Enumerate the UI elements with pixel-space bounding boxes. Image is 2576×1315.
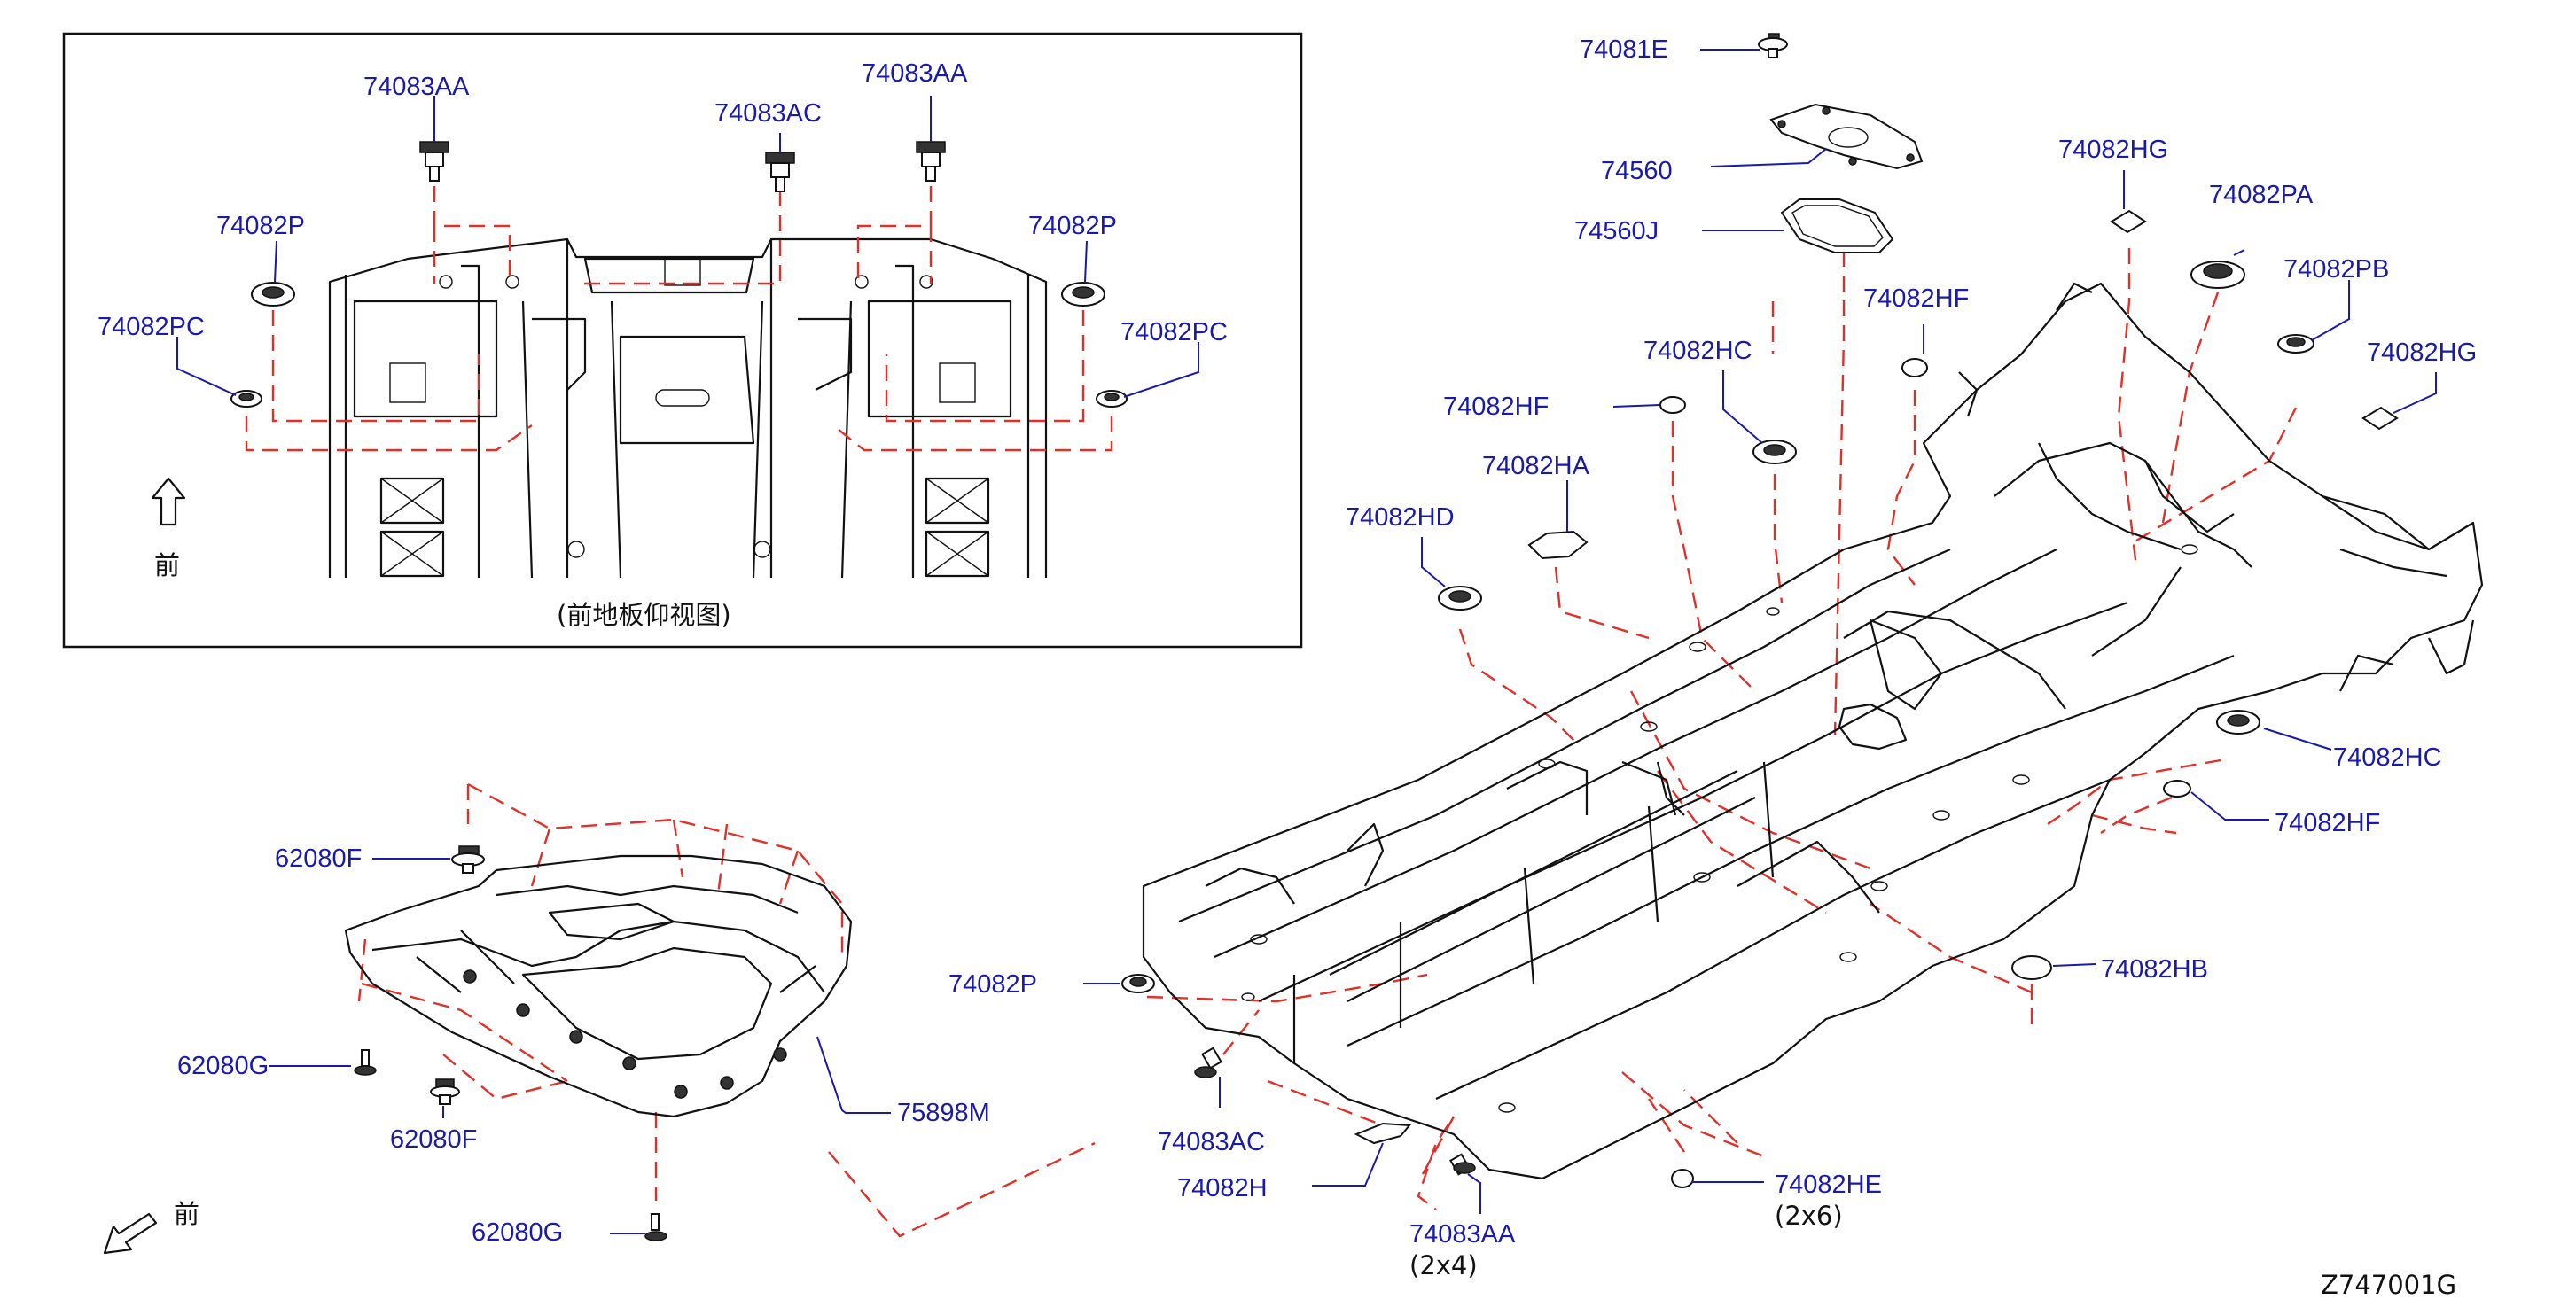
plug-74082H[interactable] xyxy=(1354,1122,1412,1145)
label-74082HC-right[interactable]: 74082HC xyxy=(2333,743,2442,772)
label-74082HF-a[interactable]: 74082HF xyxy=(1863,284,1969,313)
plug-74082PC-right[interactable] xyxy=(1096,390,1128,408)
bolt-74083AC[interactable] xyxy=(765,152,795,192)
grommet-74082HC-top[interactable] xyxy=(1752,440,1797,464)
front-arrow-icon xyxy=(151,477,186,526)
label-74082HF-c[interactable]: 74082HF xyxy=(2275,809,2380,837)
plug-74082HB[interactable] xyxy=(2011,955,2052,980)
grommet-74082PB[interactable] xyxy=(2277,334,2314,354)
inset-leader-dashes xyxy=(245,186,1113,452)
grommet-74082P-floor[interactable] xyxy=(1121,974,1155,993)
label-74082P-floor[interactable]: 74082P xyxy=(948,970,1037,999)
label-74081E[interactable]: 74081E xyxy=(1580,35,1668,64)
inset-caption: (前地板仰视图) xyxy=(557,600,731,630)
label-74082H[interactable]: 74082H xyxy=(1177,1174,1268,1202)
label-62080G-bottom[interactable]: 62080G xyxy=(472,1218,563,1247)
label-74082PB[interactable]: 74082PB xyxy=(2283,255,2389,284)
plug-74082HG-top[interactable] xyxy=(2110,209,2147,234)
grommet-74082P-left[interactable] xyxy=(251,282,295,307)
inset-label-74083AA-left[interactable]: 74083AA xyxy=(363,73,470,101)
grommet-74082PA[interactable] xyxy=(2190,261,2245,289)
screw-62080G-left[interactable] xyxy=(354,1049,377,1076)
diagram-id: Z747001G xyxy=(2321,1270,2456,1300)
label-74082HG-top[interactable]: 74082HG xyxy=(2058,136,2168,164)
inset-label-74082PC-left[interactable]: 74082PC xyxy=(98,313,205,341)
label-74560[interactable]: 74560 xyxy=(1601,157,1673,185)
plug-74082HA[interactable] xyxy=(1527,530,1589,560)
undercover-75898M[interactable] xyxy=(344,854,853,1118)
bolt-74083AA-left[interactable] xyxy=(419,141,449,182)
clip-62080F-bottom[interactable] xyxy=(430,1078,460,1105)
grommet-74082HC-right[interactable] xyxy=(2216,710,2260,735)
plug-74082HE[interactable] xyxy=(1671,1169,1694,1188)
label-74083AA-floor[interactable]: 74083AA xyxy=(1409,1220,1516,1249)
inset-label-74082PC-right[interactable]: 74082PC xyxy=(1120,318,1228,346)
label-74082HB[interactable]: 74082HB xyxy=(2101,955,2208,984)
front-floor-underside-drawing xyxy=(328,237,1048,579)
qty-note-74082HE: (2x6) xyxy=(1775,1201,1843,1231)
label-74082HG-right[interactable]: 74082HG xyxy=(2367,338,2477,367)
inset-panel: 74083AA 74083AC 74083AA 74082P 74082P 74… xyxy=(62,32,1303,649)
bolt-74083AA-right[interactable] xyxy=(916,141,946,182)
plug-74082HF-b[interactable] xyxy=(1659,396,1686,414)
floor-assembly: 74081E 74560 74560J 74082HG 74082PA 7408… xyxy=(948,33,2484,1280)
bolt-74083AC-floor[interactable] xyxy=(1194,1047,1222,1078)
front-arrow-lower-icon xyxy=(103,1212,158,1255)
grommet-74082P-right[interactable] xyxy=(1061,282,1105,307)
lower-front-label: 前 xyxy=(174,1199,199,1229)
plug-74082HF-c[interactable] xyxy=(2163,780,2191,798)
label-62080F-top[interactable]: 62080F xyxy=(275,844,362,873)
label-74083AC-floor[interactable]: 74083AC xyxy=(1158,1128,1265,1156)
screw-62080G-bottom[interactable] xyxy=(644,1213,667,1241)
inset-label-74083AC[interactable]: 74083AC xyxy=(714,99,822,128)
bolt-74081E[interactable] xyxy=(1758,33,1788,58)
label-74082HD[interactable]: 74082HD xyxy=(1346,503,1455,532)
plug-74082HF-a[interactable] xyxy=(1901,358,1928,377)
plug-74082PC-left[interactable] xyxy=(230,390,262,408)
seal-74560J[interactable] xyxy=(1780,198,1894,253)
label-74082HC-top[interactable]: 74082HC xyxy=(1643,337,1752,365)
inset-label-74082P-left[interactable]: 74082P xyxy=(216,212,305,240)
qty-note-74083AA: (2x4) xyxy=(1409,1250,1478,1280)
undercover-assembly: 62080F 62080G 62080F 62080G 75898M 前 xyxy=(103,782,1096,1255)
label-74082PA[interactable]: 74082PA xyxy=(2209,181,2314,209)
inset-front-label: 前 xyxy=(154,550,180,580)
inset-label-74082P-right[interactable]: 74082P xyxy=(1028,212,1117,240)
label-62080F-bottom[interactable]: 62080F xyxy=(390,1125,477,1154)
label-74560J[interactable]: 74560J xyxy=(1574,217,1659,245)
grommet-74082HD[interactable] xyxy=(1438,586,1482,611)
label-74082HA[interactable]: 74082HA xyxy=(1482,452,1590,480)
floor-pan-drawing[interactable] xyxy=(1142,282,2484,1180)
plug-74082HG-right[interactable] xyxy=(2361,406,2399,431)
label-74082HF-b[interactable]: 74082HF xyxy=(1443,393,1549,421)
bolt-74083AA-floor[interactable] xyxy=(1449,1153,1476,1176)
label-62080G-left[interactable]: 62080G xyxy=(177,1052,269,1080)
label-74082HE[interactable]: 74082HE xyxy=(1775,1171,1882,1199)
clip-62080F-top[interactable] xyxy=(451,845,485,874)
inset-label-74083AA-right[interactable]: 74083AA xyxy=(862,59,968,88)
mount-74560[interactable] xyxy=(1769,103,1924,170)
label-75898M[interactable]: 75898M xyxy=(897,1099,990,1127)
